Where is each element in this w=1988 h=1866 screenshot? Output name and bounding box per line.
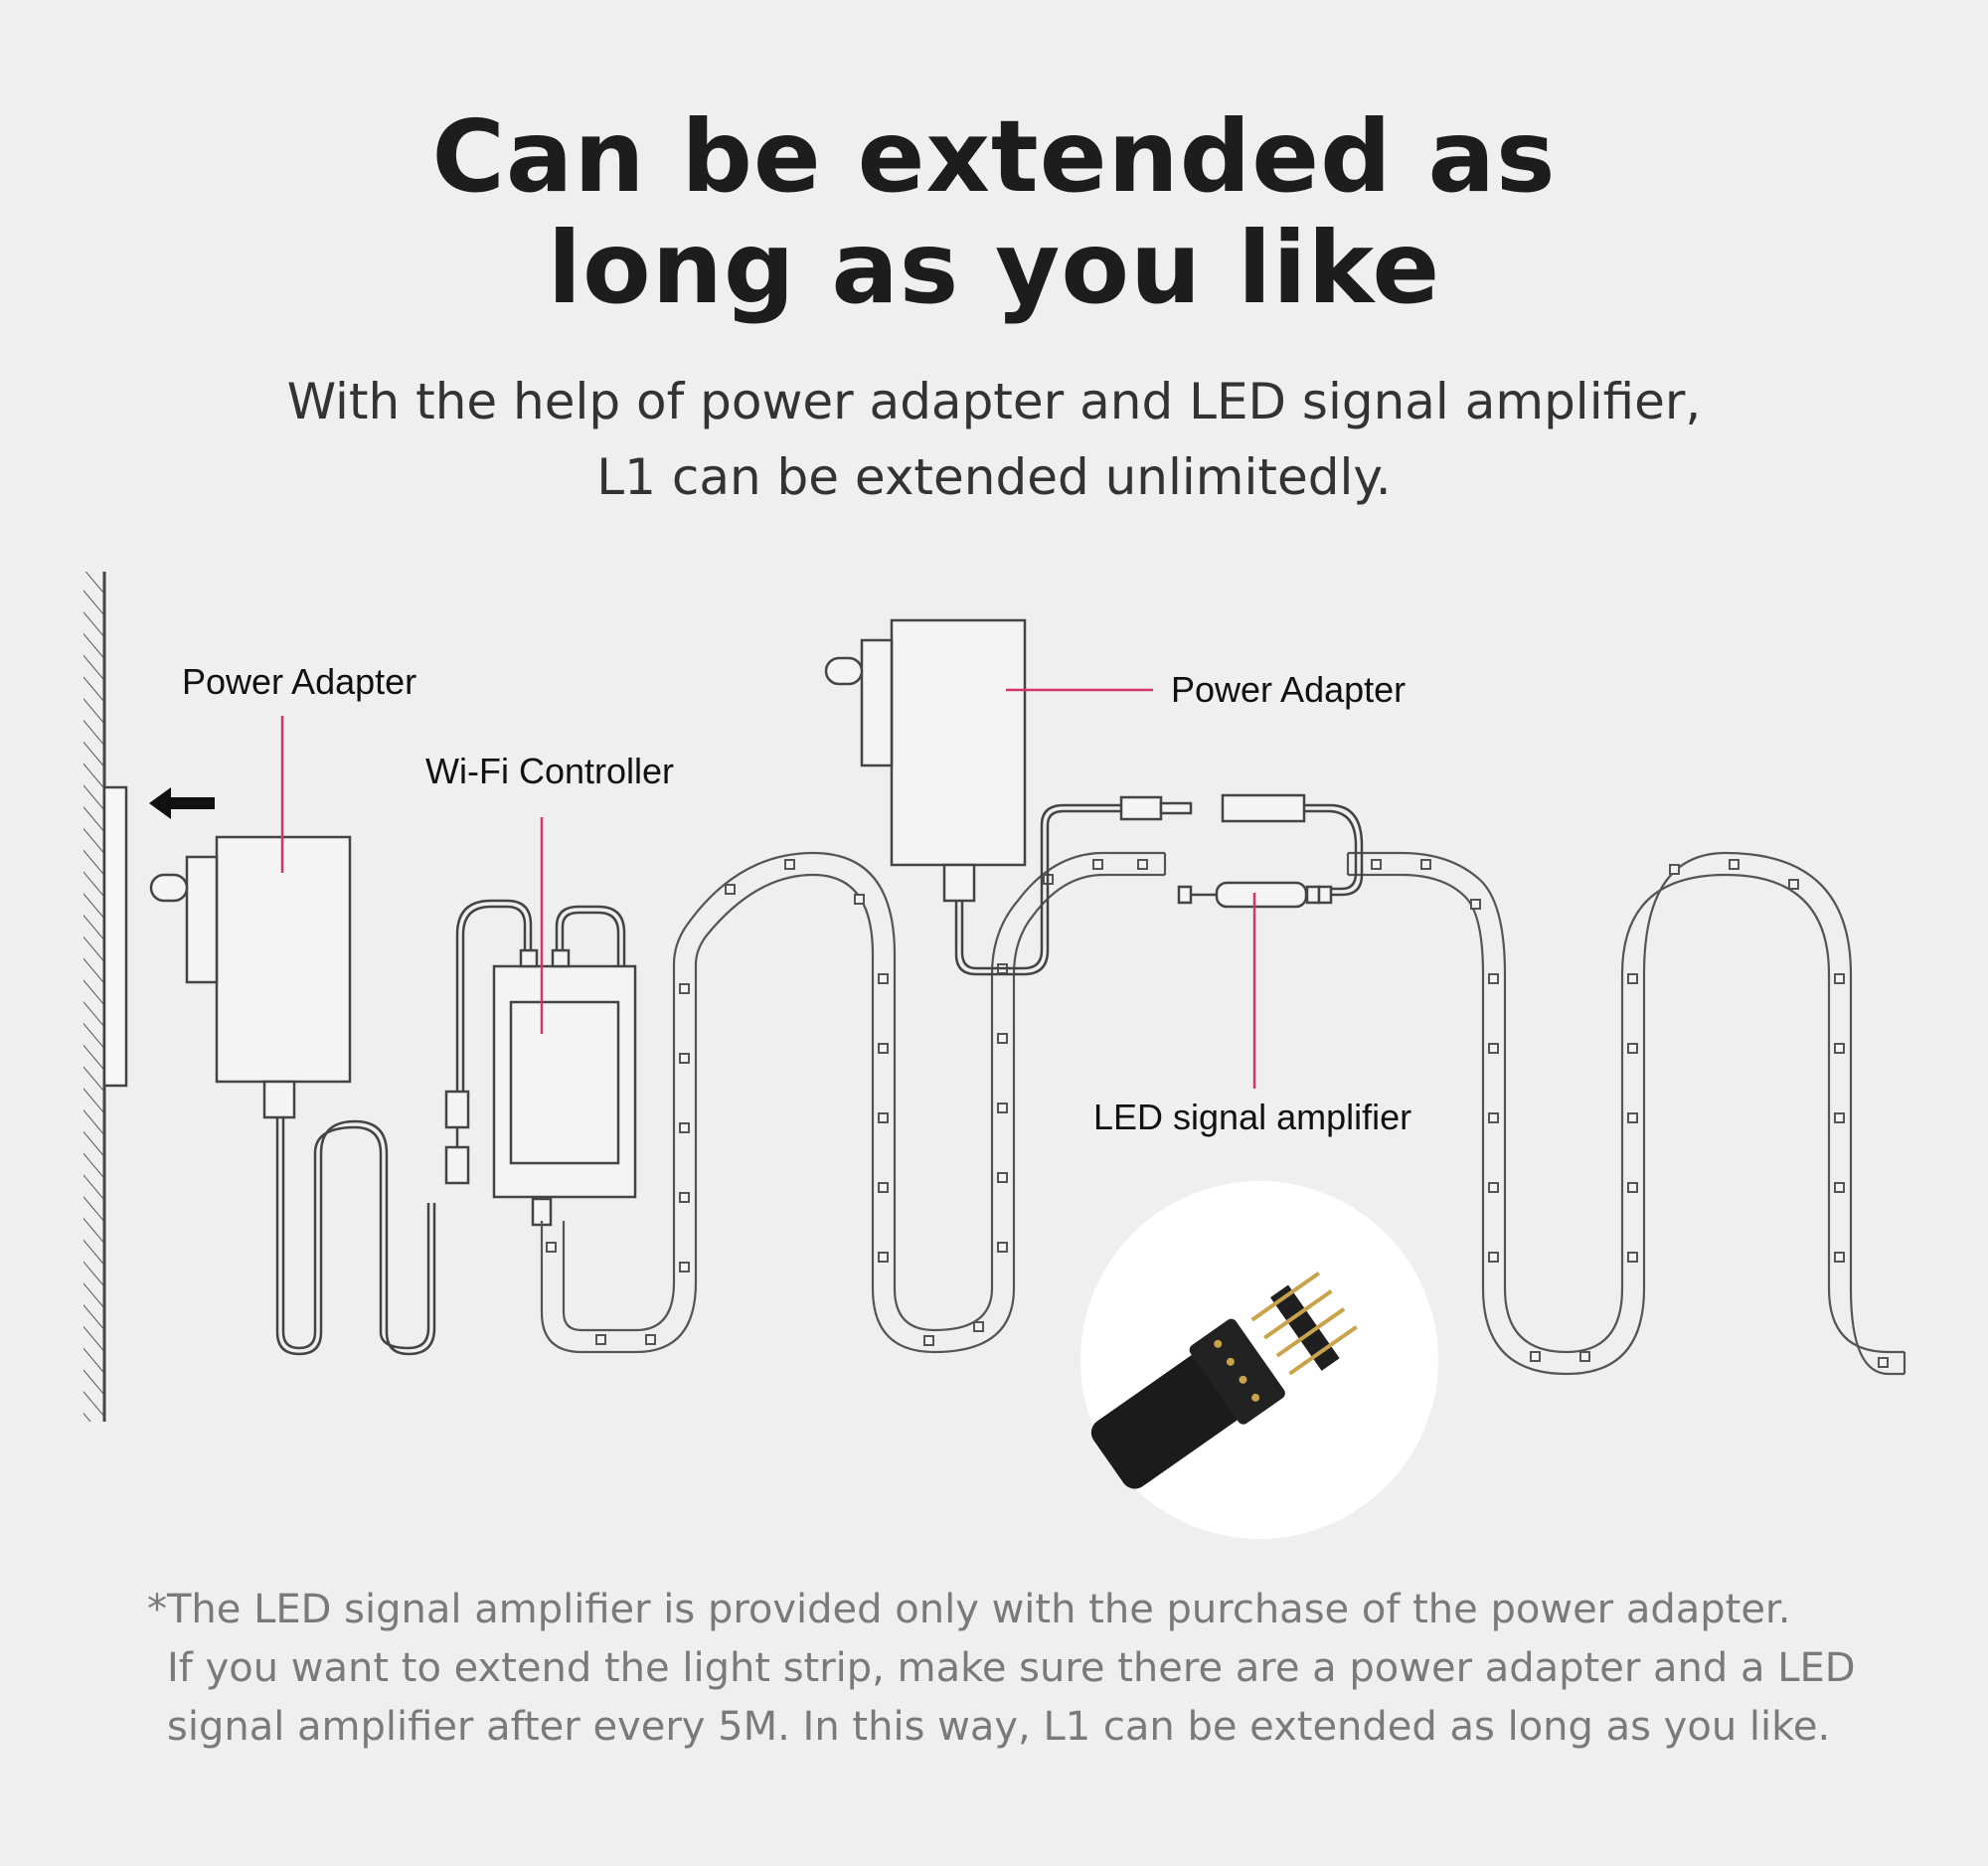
extension-diagram: Power Adapter Wi-Fi Controller Power Ada… bbox=[0, 557, 1988, 1551]
label-wifi-controller: Wi-Fi Controller bbox=[425, 751, 674, 791]
amplifier-cable bbox=[954, 793, 1364, 976]
footnote-line-1: *The LED signal amplifier is provided on… bbox=[147, 1587, 1791, 1632]
subtitle-line-2: L1 can be extended unlimitedly. bbox=[596, 448, 1392, 506]
footnote: *The LED signal amplifier is provided on… bbox=[147, 1581, 1936, 1757]
connector-closeup bbox=[1080, 1181, 1438, 1539]
page-title-line-2: long as you like bbox=[547, 210, 1441, 326]
arrow-left-icon bbox=[149, 787, 215, 819]
label-power-adapter-right: Power Adapter bbox=[1171, 669, 1406, 710]
label-power-adapter-left: Power Adapter bbox=[182, 661, 416, 702]
label-led-signal-amplifier: LED signal amplifier bbox=[1093, 1097, 1411, 1137]
power-adapter-left bbox=[149, 835, 352, 1119]
footnote-line-3: signal amplifier after every 5M. In this… bbox=[167, 1704, 1831, 1750]
leader-lines bbox=[280, 688, 1256, 1089]
page-title: Can be extended as long as you like bbox=[0, 101, 1988, 324]
wifi-controller bbox=[492, 948, 637, 1227]
footnote-line-2: If you want to extend the light strip, m… bbox=[167, 1645, 1856, 1691]
subtitle-line-1: With the help of power adapter and LED s… bbox=[286, 373, 1702, 430]
adapter-cable-left bbox=[275, 899, 631, 1356]
power-adapter-right bbox=[824, 618, 1027, 903]
wall-hatch-icon bbox=[83, 572, 128, 1422]
subtitle: With the help of power adapter and LED s… bbox=[0, 364, 1988, 515]
page-title-line-1: Can be extended as bbox=[431, 98, 1557, 215]
wiring-illustration: Power Adapter Wi-Fi Controller Power Ada… bbox=[83, 572, 1906, 1539]
